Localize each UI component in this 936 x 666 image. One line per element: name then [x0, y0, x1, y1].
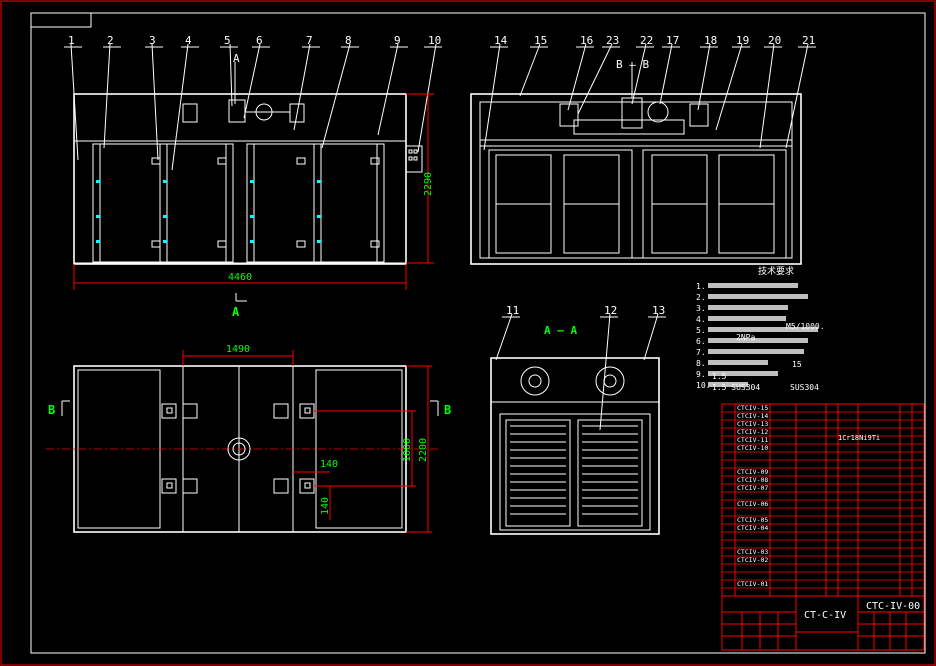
title-block: CT-C-IV CTC-IV-00 [722, 595, 924, 650]
part-code: CTCIV-08 [737, 476, 768, 484]
balloon-label: 6 [256, 34, 263, 47]
notes-title: 技术要求 [758, 265, 794, 277]
part-code: CTCIV-15 [737, 404, 768, 412]
balloon-label: 17 [666, 34, 679, 47]
balloon-label: 23 [606, 34, 619, 47]
note-number: 8. [696, 359, 706, 368]
control-box [405, 145, 423, 173]
technical-notes: 技术要求 1. 2. 3. 4. 5. 6. 7. 8. 9. 10. M5/1000. 2NPa… [696, 265, 825, 392]
section-b-right: B [444, 403, 451, 417]
material-special: 1Cr18Ni9Ti [838, 434, 880, 442]
note-10-text: SUS304 [790, 383, 819, 392]
note-number: 10. [696, 381, 710, 390]
section-balloons: 11 12 13 [502, 304, 666, 318]
dim-1490: 1490 [226, 344, 250, 355]
balloon-label: 20 [768, 34, 781, 47]
height-dimension: 2290 [423, 172, 434, 196]
part-code: CTCIV-04 [737, 524, 768, 532]
balloon-label: 5 [224, 34, 231, 47]
width-dimension: 4460 [228, 272, 252, 283]
balloon-label: 1 [68, 34, 75, 47]
section-b-left: B [48, 403, 55, 417]
section-body [490, 357, 660, 535]
part-code: CTCIV-07 [737, 484, 768, 492]
balloon-label: 14 [494, 34, 508, 47]
balloon-label: 19 [736, 34, 749, 47]
side-view: B — B [470, 43, 809, 265]
front-body [73, 93, 407, 265]
inner-border [30, 12, 926, 654]
section-marker-a: A [233, 52, 240, 65]
note-number: 6. [696, 337, 706, 346]
section-aa-title: A — A [544, 324, 577, 337]
corner-box [30, 12, 92, 28]
note-8-text: 1.5 [712, 372, 727, 381]
note-number: 9. [696, 370, 706, 379]
note-number: 2. [696, 293, 706, 302]
note-6-text: 2NPa [736, 333, 755, 342]
balloon-label: 15 [534, 34, 547, 47]
balloon-label: 13 [652, 304, 665, 317]
balloon-label: 2 [107, 34, 114, 47]
balloon-label: 11 [506, 304, 519, 317]
balloon-label: 18 [704, 34, 717, 47]
balloon-label: 12 [604, 304, 617, 317]
note-9-text: 1.5 SUS304 [712, 383, 760, 392]
dim-1000: 1000 [402, 438, 413, 462]
note-6b-text: 15 [792, 360, 802, 369]
part-code: CTCIV-14 [737, 412, 768, 420]
balloon-label: 16 [580, 34, 593, 47]
side-body [470, 93, 802, 265]
part-code: CTCIV-02 [737, 556, 768, 564]
drawing-number: CTC-IV-00 [866, 601, 920, 612]
note-number: 7. [696, 348, 706, 357]
part-code: CTCIV-10 [737, 444, 768, 452]
balloon-label: 3 [149, 34, 156, 47]
front-balloons: 1 2 3 4 5 6 7 8 9 10 [64, 34, 442, 48]
dim-140-v: 140 [320, 497, 331, 515]
balloon-label: 21 [802, 34, 815, 47]
plan-view: 1490 1000 2200 140 140 B B [46, 344, 451, 533]
part-code: CTCIV-13 [737, 420, 768, 428]
note-number: 5. [696, 326, 706, 335]
dim-2200: 2200 [418, 438, 429, 462]
part-code: CTCIV-09 [737, 468, 768, 476]
part-code: CTCIV-03 [737, 548, 768, 556]
part-code: CTCIV-06 [737, 500, 768, 508]
part-code: CTCIV-12 [737, 428, 768, 436]
balloon-label: 7 [306, 34, 313, 47]
side-balloons: 14 15 16 23 22 17 18 19 20 21 [490, 34, 816, 48]
balloon-label: 10 [428, 34, 441, 47]
part-code: CTCIV-01 [737, 580, 768, 588]
balloon-label: 9 [394, 34, 401, 47]
note-number: 4. [696, 315, 706, 324]
section-aa-view: A — A [490, 313, 660, 535]
note-number: 3. [696, 304, 706, 313]
parts-list: CTCIV-15CTCIV-14CTCIV-13CTCIV-12CTCIV-11… [721, 403, 925, 651]
balloon-label: 8 [345, 34, 352, 47]
section-marker-b: B — B [616, 58, 649, 71]
balloon-label: 22 [640, 34, 653, 47]
balloon-label: 4 [185, 34, 192, 47]
view-label-a: A [232, 305, 240, 319]
note-4-text: M5/1000. [786, 322, 825, 331]
dim-140-h: 140 [320, 459, 338, 470]
title-name: CT-C-IV [804, 610, 846, 621]
part-code: CTCIV-11 [737, 436, 768, 444]
front-view: A 4460 2290 A [70, 43, 437, 319]
part-code: CTCIV-05 [737, 516, 768, 524]
note-number: 1. [696, 282, 706, 291]
